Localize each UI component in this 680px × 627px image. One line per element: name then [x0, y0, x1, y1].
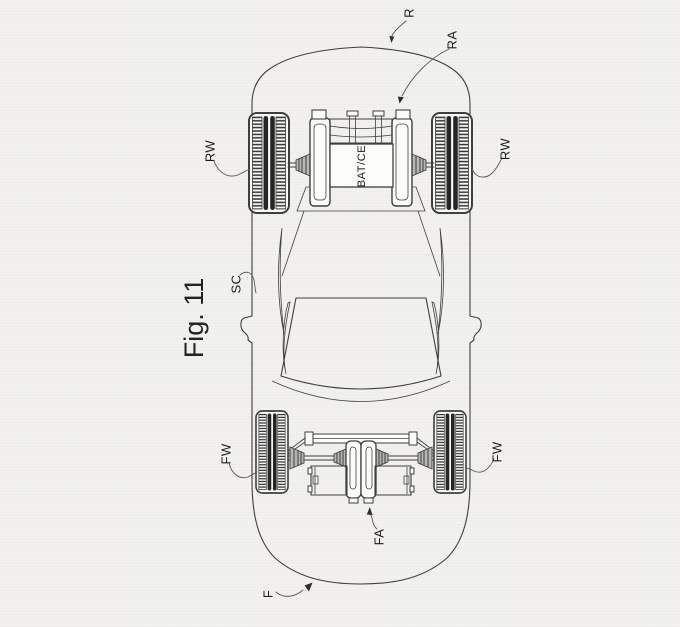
leader-r: [391, 20, 407, 37]
leader-fw-left: [228, 462, 258, 479]
rear-left-motor-detail: [313, 123, 327, 201]
label-front-wheel-right: FW: [489, 441, 504, 462]
hood-curve: [271, 380, 451, 402]
rear-axle-housing: [329, 118, 393, 144]
front-motor-right-slot: [365, 446, 373, 490]
rear-right-cv-boot-ribs: [415, 155, 424, 175]
rear-right-wheel: [431, 112, 473, 214]
rear-left-cv-boot: [295, 153, 311, 177]
a-pillar-right: [431, 301, 440, 375]
rear-axle-housing-curves: [329, 125, 393, 138]
leader-fa: [369, 513, 378, 530]
front-right-wheel: [433, 410, 467, 494]
rear-right-motor: [391, 117, 413, 207]
battery-box: [329, 143, 394, 188]
front-right-inner-boot-ribs: [378, 450, 386, 466]
front-motor-left-half: [345, 440, 362, 499]
rear-left-motor-cap: [311, 109, 327, 120]
rear-window-edges: [281, 210, 441, 277]
label-front-wheel-left: FW: [218, 443, 233, 464]
rear-right-cv-boot: [411, 153, 427, 177]
label-rear-axle: RA: [444, 31, 459, 50]
arrowhead-ra: [397, 96, 404, 104]
rear-right-motor-cap: [395, 109, 411, 120]
front-motor-right-foot: [363, 497, 374, 504]
label-rear-wheel-left: RW: [202, 140, 217, 163]
body-perimeter: [240, 46, 482, 585]
leader-f: [275, 589, 304, 597]
arrowhead-fa: [366, 507, 373, 515]
front-left-inner-boot-ribs: [336, 450, 344, 466]
front-axle-assembly: [287, 431, 435, 504]
leader-sc: [239, 271, 257, 294]
rear-left-motor: [309, 117, 331, 207]
front-right-outer-boot: [417, 446, 433, 470]
leader-rw-left: [213, 160, 251, 177]
leader-fw-right: [465, 458, 495, 473]
front-left-outer-boot: [289, 446, 305, 470]
car-body-outline: [240, 46, 482, 585]
label-front: F: [260, 590, 275, 598]
windshield: [280, 297, 442, 390]
front-module-left: [307, 465, 348, 496]
side-window-sliver-right-rear: [437, 227, 444, 335]
battery-label: BAT/CE: [356, 145, 368, 188]
front-left-wheel: [255, 410, 289, 494]
front-motor-right-half: [360, 440, 377, 499]
arrowhead-r: [389, 36, 395, 43]
leader-ra: [401, 48, 450, 97]
label-body-structure: SC: [228, 275, 243, 294]
arrowhead-f: [304, 582, 313, 592]
label-rear-wheel-right: RW: [497, 138, 512, 161]
leader-rw-right: [470, 157, 503, 178]
side-window-sliver-left-rear: [278, 227, 285, 335]
rear-left-cv-boot-ribs: [298, 155, 307, 175]
reference-labels: Fig. 11 R RA RW RW SC FW FW FA F: [179, 8, 512, 598]
front-left-outer-boot-ribs: [293, 448, 302, 468]
label-rear: R: [401, 8, 416, 18]
rear-axle-assembly: BAT/CE: [287, 109, 435, 207]
rear-left-wheel: [248, 112, 290, 214]
reference-leaders: [213, 20, 503, 597]
rear-halfshafts: [287, 162, 435, 168]
front-module-right: [374, 465, 415, 496]
front-motor-left-foot: [348, 497, 359, 504]
rack-end-left: [304, 431, 314, 446]
label-front-axle: FA: [371, 529, 386, 546]
rear-right-motor-detail: [395, 123, 409, 201]
rack-end-right: [408, 431, 418, 446]
figure-title: Fig. 11: [179, 278, 209, 359]
a-pillar-left: [282, 301, 291, 375]
front-motor-left-slot: [349, 446, 357, 490]
front-right-outer-boot-ribs: [420, 448, 429, 468]
front-halfshafts: [287, 455, 435, 461]
